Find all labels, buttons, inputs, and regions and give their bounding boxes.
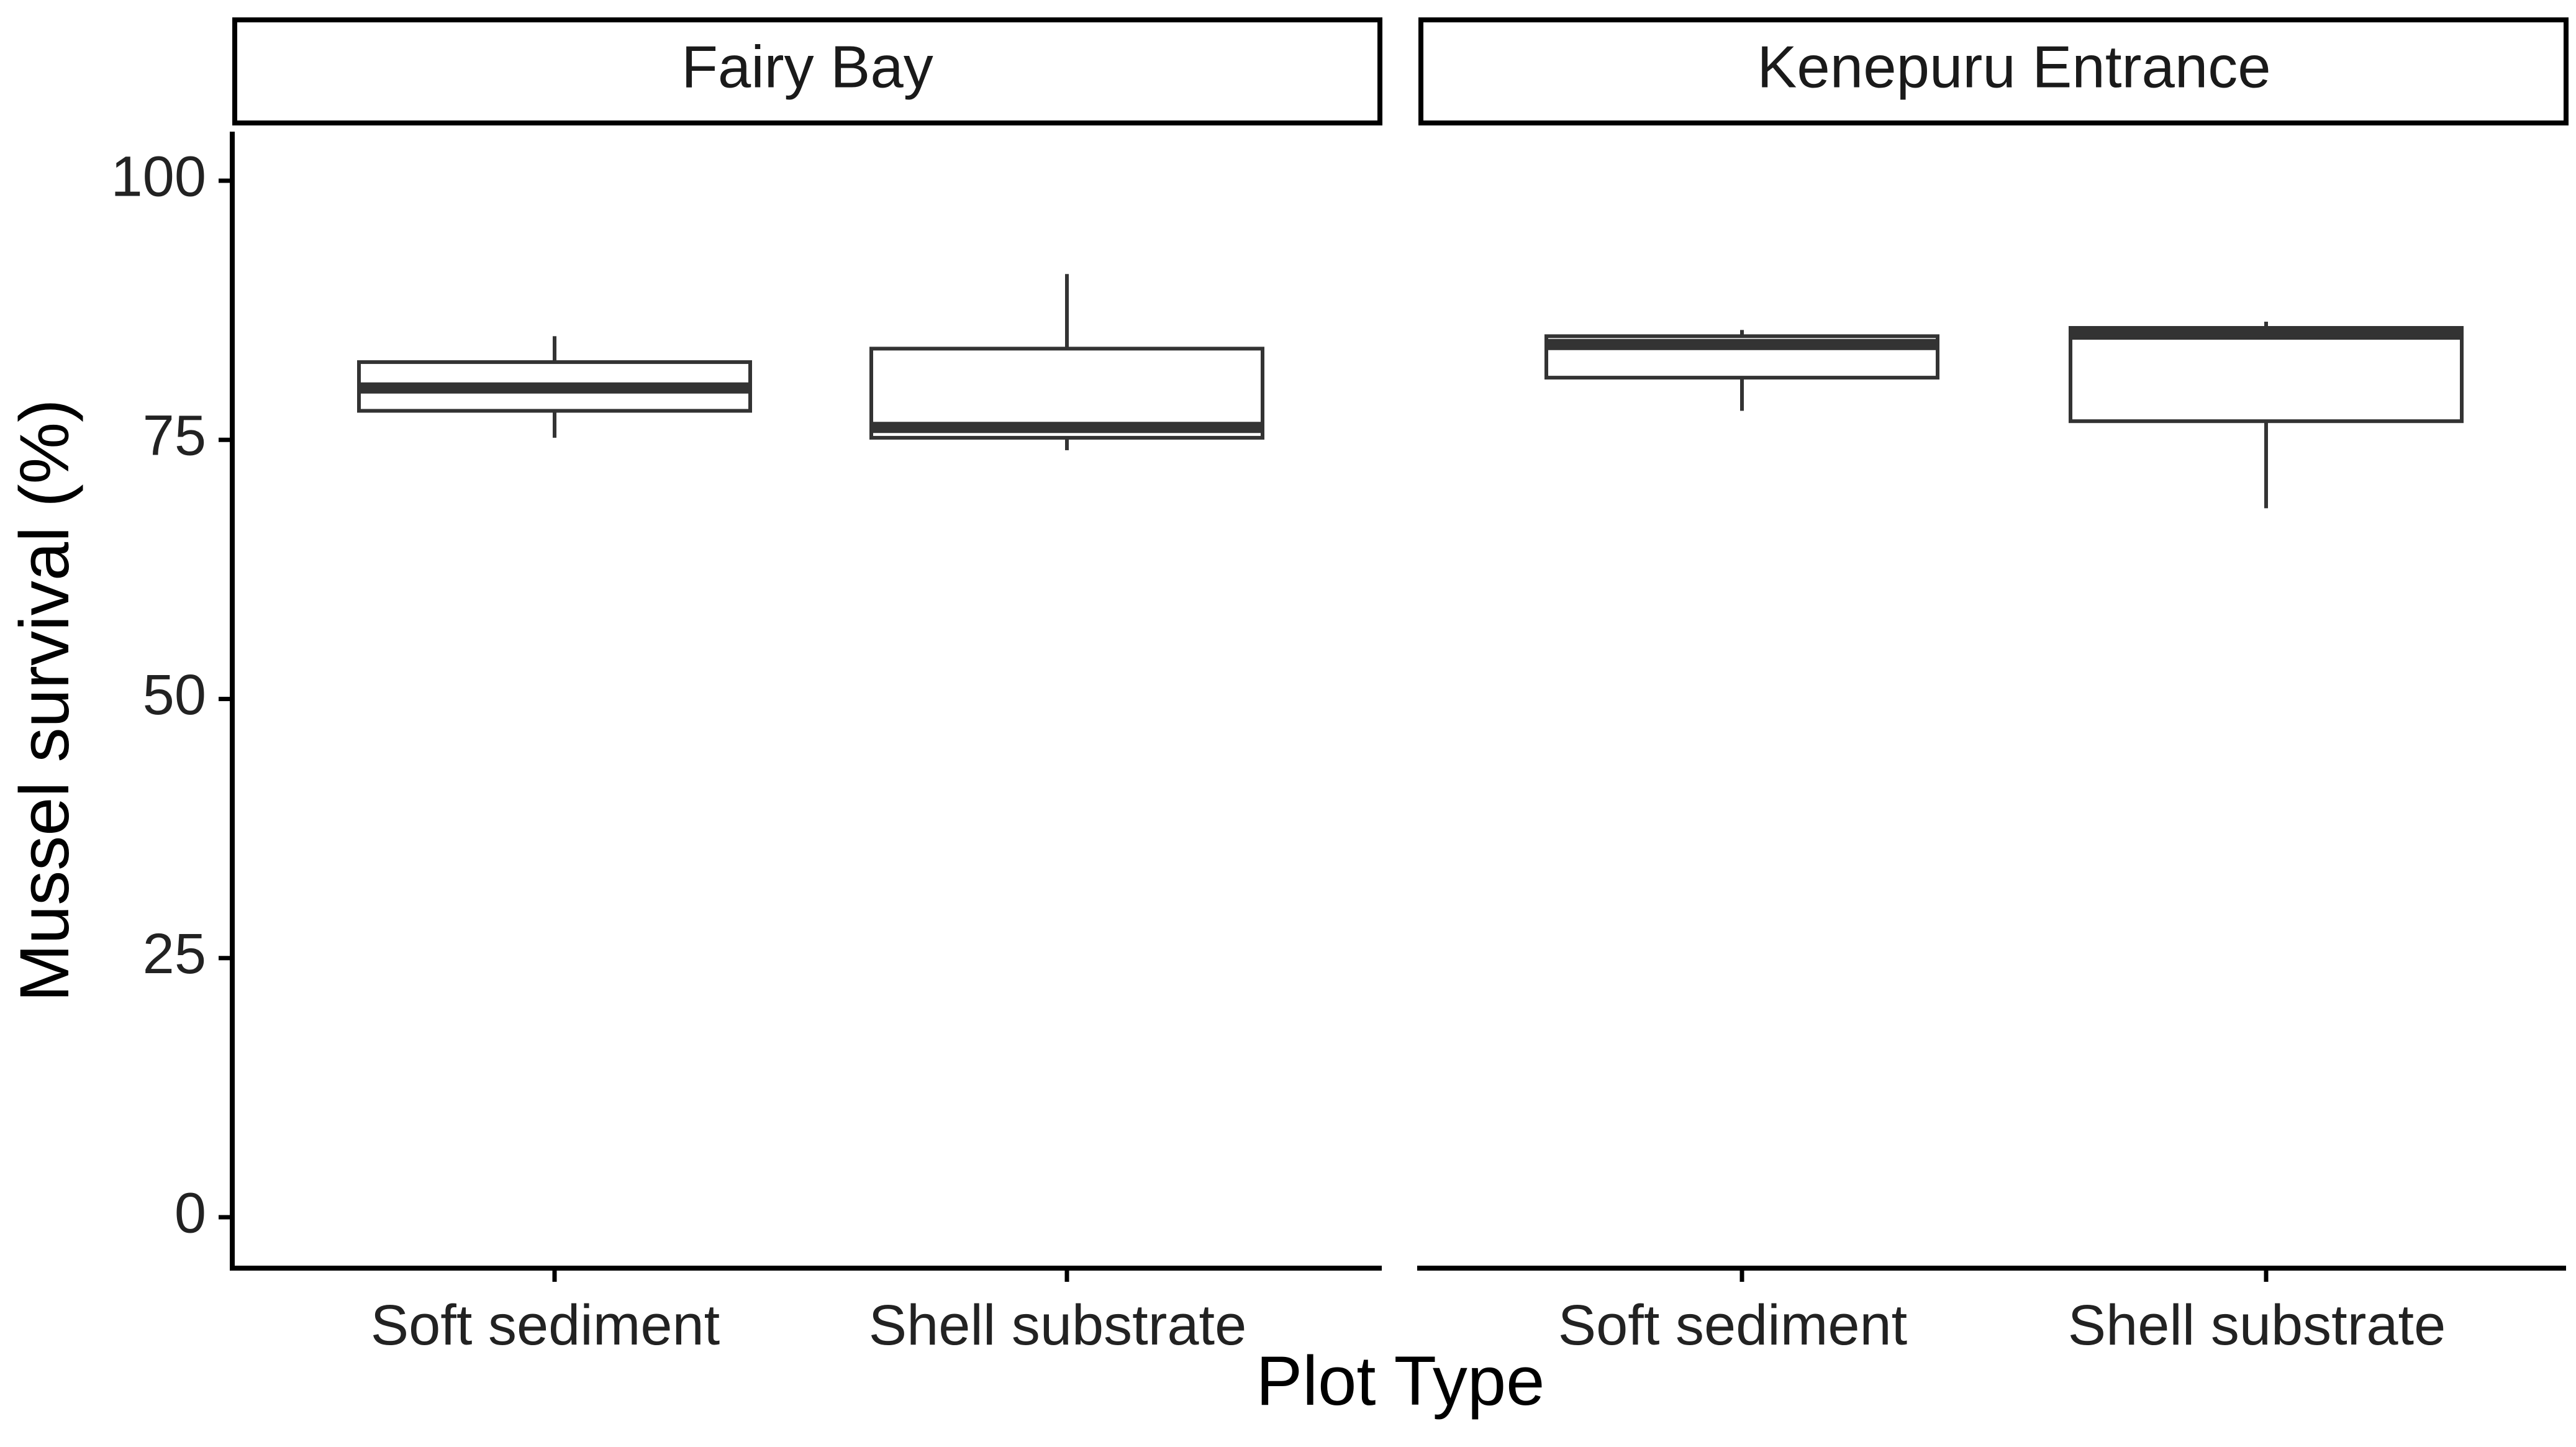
boxplot-marks: [357, 274, 2464, 509]
y-tick-label: 25: [143, 922, 206, 986]
y-axis-title: Mussel survival (%): [6, 399, 83, 1002]
x-tick-label: Shell substrate: [869, 1294, 1247, 1357]
y-axis-ticks: 0 25 50 75 100: [111, 145, 232, 1245]
y-tick-label: 75: [143, 404, 206, 468]
x-tick-label: Soft sediment: [1558, 1294, 1908, 1357]
y-tick-label: 0: [175, 1181, 206, 1245]
box-fairy-bay-shell-substrate: [869, 274, 1264, 450]
box-kenepuru-entrance-soft-sediment: [1544, 330, 1939, 411]
box-fairy-bay-soft-sediment: [357, 336, 752, 438]
facet-strip-fairy-bay: [232, 17, 1382, 125]
y-tick-label: 50: [143, 663, 206, 727]
facet-title-fairy-bay: Fairy Bay: [681, 34, 933, 100]
x-axis-title: Plot Type: [1256, 1342, 1545, 1420]
x-tick-label: Soft sediment: [371, 1294, 720, 1357]
box-iqr: [2069, 325, 2464, 424]
y-tick-label: 100: [111, 145, 207, 208]
x-axis-ticks: Soft sediment Shell substrate Soft sedimen…: [371, 1268, 2446, 1357]
x-tick-label: Shell substrate: [2068, 1294, 2446, 1357]
facet-strip-kenepuru-entrance: [1418, 17, 2569, 125]
facet-title-kenepuru-entrance: Kenepuru Entrance: [1757, 34, 2270, 100]
box-kenepuru-entrance-shell-substrate: [2069, 321, 2464, 509]
